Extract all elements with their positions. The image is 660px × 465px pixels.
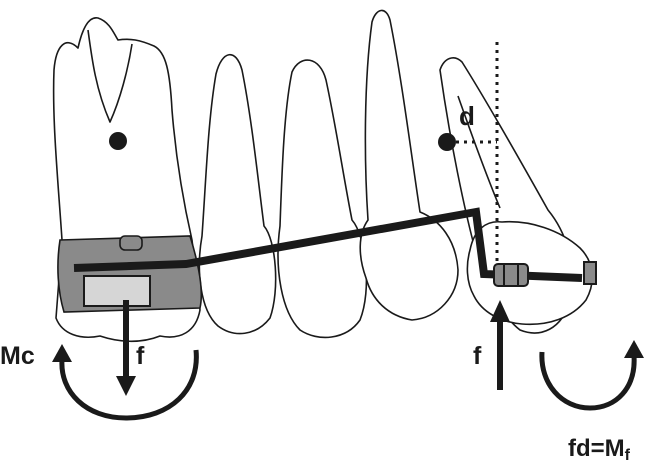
equation-subscript: f xyxy=(624,447,630,464)
molar-center-of-resistance xyxy=(109,132,127,150)
force-label-molar: f xyxy=(136,342,145,370)
incisor-center-of-resistance xyxy=(438,133,456,151)
force-label-incisor: f xyxy=(473,342,482,370)
incisor-bracket xyxy=(493,263,529,287)
wire-end-clip xyxy=(583,261,597,285)
force-arrow-molar-head xyxy=(116,376,136,396)
molar-hook xyxy=(119,235,143,251)
incisor-inner-outline xyxy=(457,95,501,209)
molar-root-canal xyxy=(87,29,133,123)
canine-tooth xyxy=(359,9,459,321)
moment-arrow-molar-head xyxy=(52,344,72,362)
distance-label: d xyxy=(459,101,475,131)
molar-tube xyxy=(83,275,151,307)
moment-couple-label: Mc xyxy=(0,342,35,370)
equation-main-text: fd=M xyxy=(568,435,625,462)
moment-arrow-incisor-head xyxy=(624,340,644,358)
premolar-1-tooth xyxy=(198,53,277,335)
moment-equation: fd=Mf xyxy=(568,435,630,464)
moment-arc-molar xyxy=(59,349,199,421)
moment-arc-incisor xyxy=(539,351,637,411)
premolar-2-tooth xyxy=(277,59,368,339)
force-arrow-incisor-head xyxy=(490,300,510,322)
